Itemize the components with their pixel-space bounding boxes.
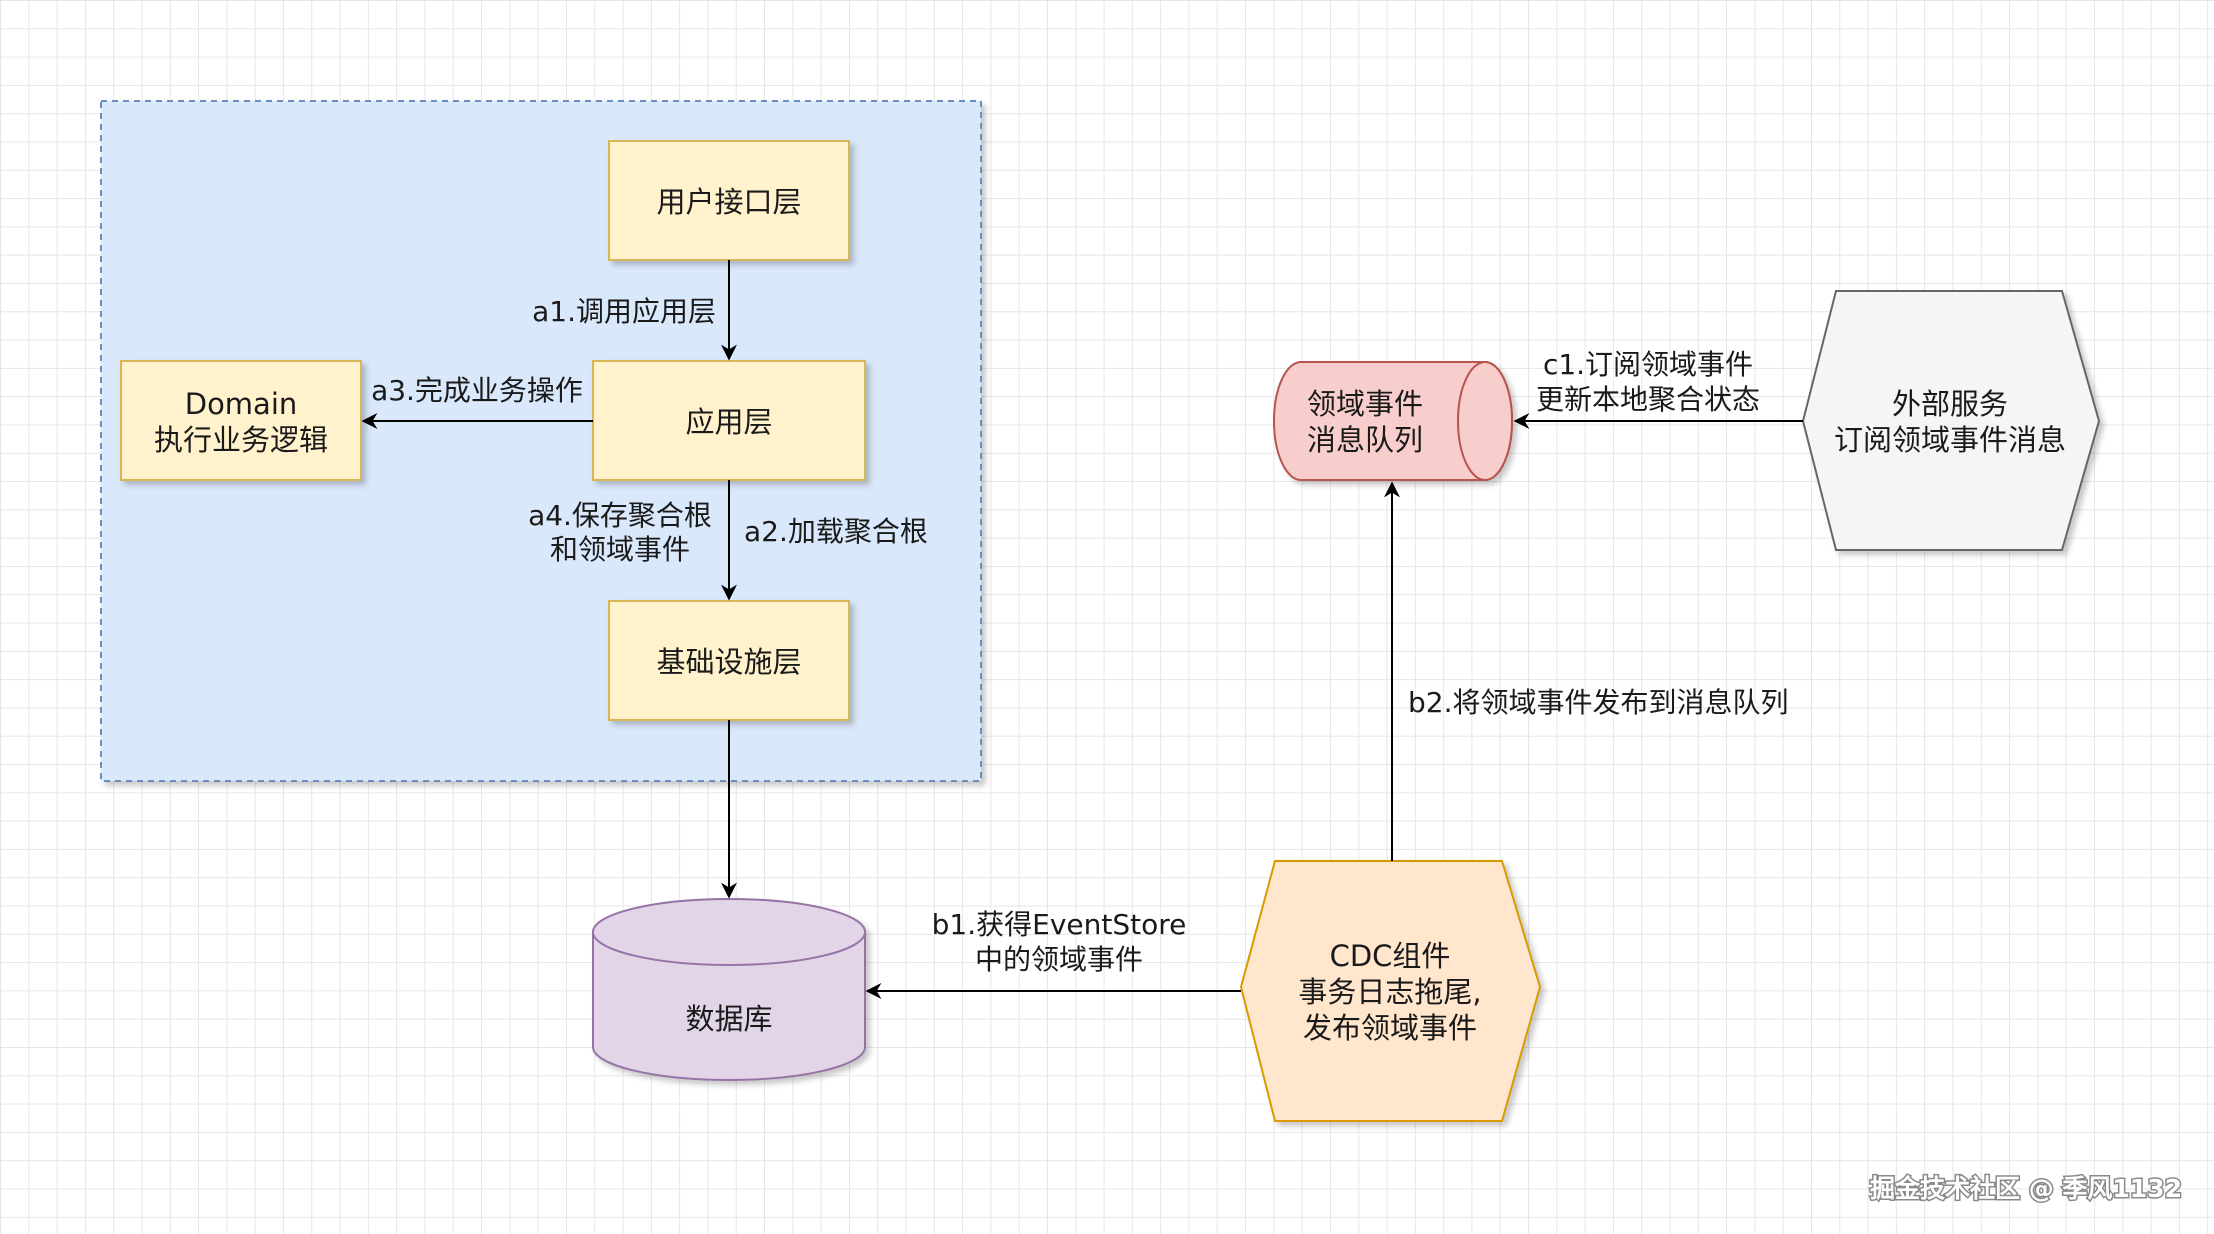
edge-c1-label-line2: 更新本地聚合状态	[1536, 383, 1760, 416]
external-label-line2: 订阅领域事件消息	[1834, 423, 2066, 457]
watermark-text: 掘金技术社区 @ 季风1132	[1870, 1174, 2182, 1203]
edge-a1-label: a1.调用应用层	[532, 295, 716, 328]
edge-a4-label-line1: a4.保存聚合根	[528, 499, 712, 532]
user-interface-layer-node[interactable]: 用户接口层	[608, 140, 850, 261]
edge-a4-label-line2: 和领域事件	[550, 533, 690, 566]
message-queue-node[interactable]: 领域事件 消息队列	[1273, 361, 1513, 481]
edge-b2-label: b2.将领域事件发布到消息队列	[1408, 686, 1789, 719]
external-label-line1: 外部服务	[1892, 387, 2008, 421]
edge-b1-label-line2: 中的领域事件	[975, 943, 1143, 976]
database-node[interactable]	[592, 898, 866, 1081]
edge-a3-label: a3.完成业务操作	[371, 374, 583, 407]
infrastructure-layer-label: 基础设施层	[656, 645, 801, 679]
application-layer-label: 应用层	[685, 405, 772, 439]
mq-label-line1: 领域事件	[1307, 387, 1423, 421]
edge-c1-label-line1: c1.订阅领域事件	[1543, 348, 1753, 381]
cdc-component-node[interactable]: CDC组件 事务日志拖尾, 发布领域事件	[1239, 860, 1542, 1122]
database-label: 数据库	[685, 1002, 772, 1036]
application-layer-node[interactable]: 应用层	[592, 360, 866, 481]
domain-label-line1: Domain	[185, 387, 298, 421]
cdc-label-line3: 发布领域事件	[1303, 1011, 1477, 1045]
domain-label-line2: 执行业务逻辑	[154, 423, 328, 457]
cdc-label-line1: CDC组件	[1330, 939, 1451, 973]
domain-node[interactable]: Domain 执行业务逻辑	[120, 360, 362, 481]
edge-a2-label: a2.加载聚合根	[744, 515, 928, 548]
mq-label-line2: 消息队列	[1307, 423, 1423, 457]
user-interface-layer-label: 用户接口层	[656, 185, 801, 219]
edge-b1-label-line1: b1.获得EventStore	[932, 908, 1187, 941]
cdc-label-line2: 事务日志拖尾,	[1298, 975, 1481, 1009]
infrastructure-layer-node[interactable]: 基础设施层	[608, 600, 850, 721]
external-service-node[interactable]: 外部服务 订阅领域事件消息	[1801, 290, 2101, 551]
